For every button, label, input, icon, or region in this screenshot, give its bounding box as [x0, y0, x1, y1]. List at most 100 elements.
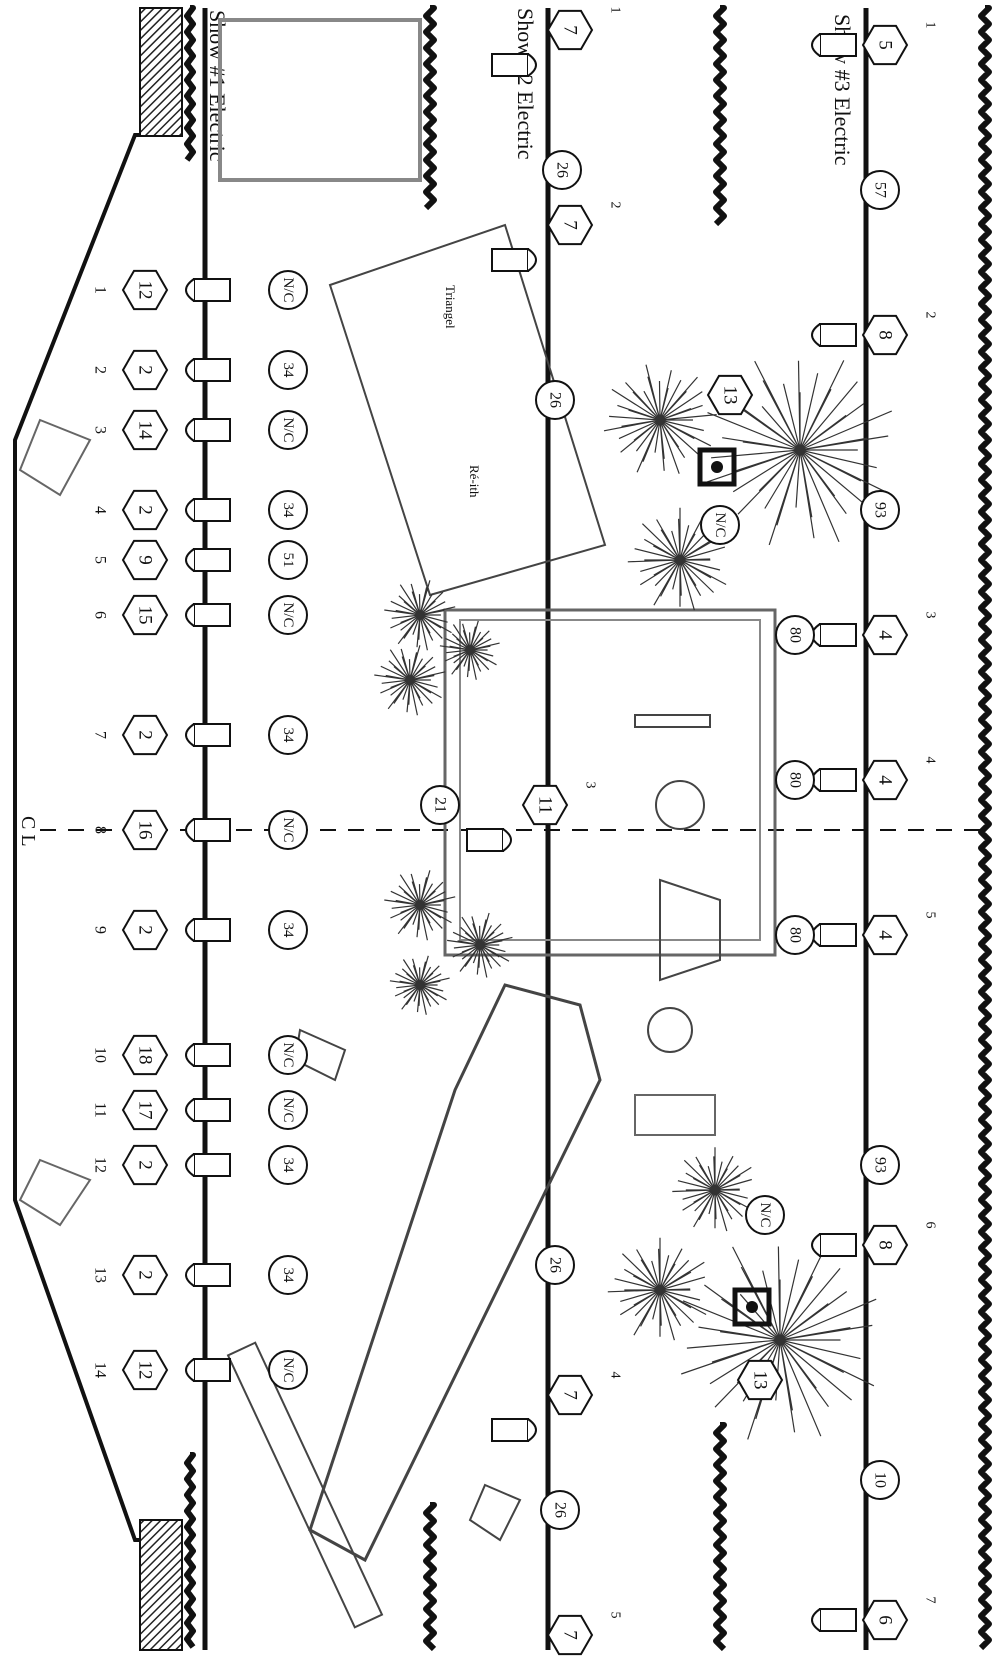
show1-fixture-unit-number: 1	[92, 286, 109, 294]
show1-fixture-lamp	[185, 603, 231, 627]
show1-fixture-unit-number: 3	[92, 426, 109, 434]
show3-fixture-color-number: 93	[872, 502, 889, 518]
show1-fixture-color-number: 34	[280, 728, 296, 744]
show3-fixture-hex-number: 6	[875, 1615, 896, 1625]
curtain-zigzag	[184, 5, 196, 162]
show1-fixture-hex	[121, 1144, 169, 1186]
show2-fixture-color-circle	[420, 785, 460, 825]
show1-fixture-hex-number: 2	[135, 505, 156, 515]
show1-fixture-lamp	[185, 548, 231, 572]
show2-fixture-unit-number: 5	[608, 1612, 623, 1619]
foliage-cluster	[439, 620, 500, 680]
show3-fixture-color-circle	[775, 915, 815, 955]
show3-fixture-unit-number: 2	[923, 312, 938, 319]
show1-fixture-color-number: N/C	[280, 417, 296, 442]
foliage-cluster	[672, 1147, 753, 1232]
show1-fixture-color-number: 34	[280, 363, 296, 379]
show3-fixture-unit-number: 6	[923, 1222, 938, 1229]
show3-fixture-lamp	[811, 33, 857, 57]
show3-fixture-color-circle	[775, 615, 815, 655]
show2-fixture-unit-number: 4	[608, 1372, 623, 1379]
show3-fixture-hex-number: 5	[875, 40, 896, 50]
special-unit-box-left	[697, 447, 737, 487]
show3-fixture-color-circle	[860, 1460, 900, 1500]
show1-fixture-unit-number: 14	[92, 1362, 109, 1378]
foliage	[374, 360, 893, 1440]
show1-fixture-hex-number: 2	[135, 730, 156, 740]
show1-fixture-lamp	[185, 1153, 231, 1177]
show1-fixture-color-number: 34	[280, 923, 296, 939]
curtain-zigzag	[423, 1502, 437, 1652]
special-fixture-hex	[736, 1359, 784, 1401]
foliage-cluster	[384, 870, 456, 941]
show2-fixture-unit-number: 2	[608, 202, 623, 209]
show1-fixture-lamp	[185, 1043, 231, 1067]
special-fixture-color-circle	[745, 1195, 785, 1235]
platform-label-2: Ré-ith	[467, 465, 482, 498]
show2-fixture-lamp	[466, 828, 512, 852]
show3-fixture-hex	[861, 914, 909, 956]
show1-fixture-unit-number: 10	[92, 1047, 109, 1063]
show1-fixture-lamp	[185, 1098, 231, 1122]
show1-fixture-color-number: N/C	[280, 1097, 296, 1122]
show1-fixture-color-circle	[268, 490, 308, 530]
show3-fixture-lamp	[811, 768, 857, 792]
show1-fixture-lamp	[185, 358, 231, 382]
show2-fixture-color-circle	[535, 1245, 575, 1285]
show1-fixture-hex	[121, 594, 169, 636]
show2-fixture-hex-number: 7	[560, 220, 581, 230]
centerline-label: C L	[17, 816, 39, 847]
show1-fixture-lamp	[185, 818, 231, 842]
special-unit-dot-right	[746, 1301, 758, 1313]
show3-fixture-hex-number: 4	[875, 630, 896, 640]
show3-fixture-color-number: 57	[872, 182, 889, 198]
show1-fixture-color-circle	[268, 1090, 308, 1130]
show3-fixture-hex	[861, 1599, 909, 1641]
show3-fixture-hex	[861, 759, 909, 801]
special-fixture-hex-number: 13	[750, 1371, 771, 1390]
show1-fixture-color-number: 34	[280, 1158, 296, 1174]
special-unit-dot-left	[711, 461, 723, 473]
show3-fixture-hex	[861, 1224, 909, 1266]
curtain-zigzag	[713, 1422, 727, 1652]
show3-fixture-color-number: 80	[787, 927, 804, 943]
show1-fixture-hex-number: 14	[135, 421, 156, 441]
show1-fixture-unit-number: 9	[92, 926, 109, 934]
curtain-zigzag	[423, 5, 437, 211]
foliage-cluster	[389, 955, 450, 1015]
show2-fixture-lamp	[491, 248, 537, 272]
show1-fixture-hex	[121, 539, 169, 581]
scenery	[18, 18, 777, 1629]
show3-fixture-hex-number: 8	[875, 330, 896, 340]
special-unit-box-right	[732, 1287, 772, 1327]
foliage-cluster	[603, 364, 717, 474]
show1-fixture-unit-number: 4	[92, 506, 109, 514]
show1-fixture-unit-number: 2	[92, 366, 109, 374]
show3-fixture-unit-number: 3	[923, 612, 938, 619]
show3-fixture-lamp	[811, 1608, 857, 1632]
platform-label: Triangel	[443, 285, 458, 329]
masking-curtains	[184, 5, 992, 1652]
show3-fixture-color-number: 80	[787, 627, 804, 643]
show1-fixture-unit-number: 7	[92, 731, 109, 739]
show3-fixture-hex	[861, 24, 909, 66]
show2-fixture-color-number: 26	[552, 1502, 569, 1518]
show3-fixture-unit-number: 5	[923, 912, 938, 919]
show3-fixture-unit-number: 4	[923, 757, 938, 764]
show2-fixture-color-number: 26	[547, 392, 564, 408]
show1-label: Show #1 Electric	[205, 10, 230, 162]
show1-fixture-lamp	[185, 498, 231, 522]
show2-fixture-color-circle	[542, 150, 582, 190]
starburst-large	[705, 360, 893, 546]
foliage-cluster	[374, 645, 446, 716]
show1-fixture-hex	[121, 1089, 169, 1131]
special-fixture-color-circle	[700, 505, 740, 545]
show2-label: Show #2 Electric	[513, 8, 538, 160]
show3-fixture-hex-number: 4	[875, 930, 896, 940]
show1-fixture-color-number: N/C	[280, 817, 296, 842]
show3-fixture-hex	[861, 314, 909, 356]
show3-fixture-color-number: 80	[787, 772, 804, 788]
show1-fixture-hex	[121, 409, 169, 451]
special-fixture-color-number: N/C	[757, 1202, 773, 1227]
